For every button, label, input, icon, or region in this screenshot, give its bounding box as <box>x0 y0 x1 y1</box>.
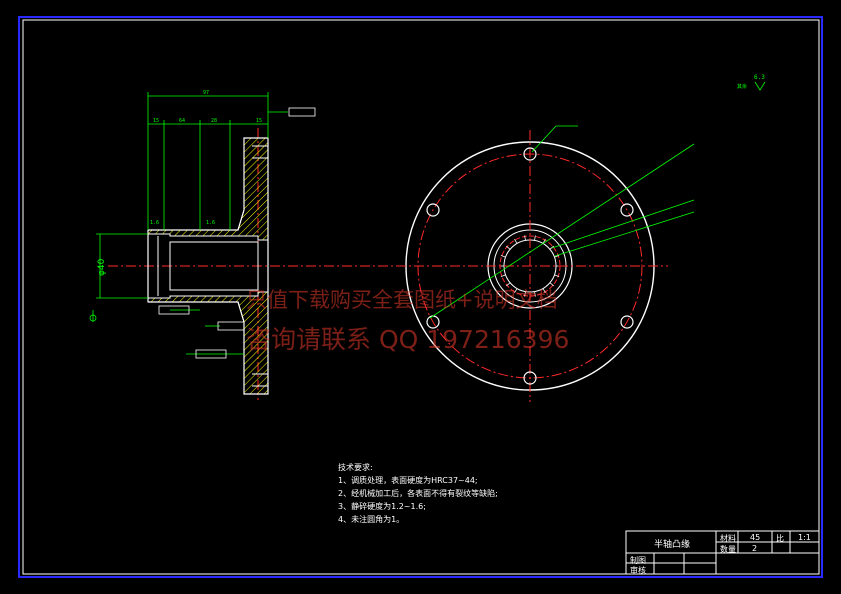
roughness-1: 1.6 <box>150 220 159 226</box>
drawn-label: 制图 <box>630 556 646 565</box>
front-view: 6.3 其余 <box>396 74 766 402</box>
bolt-hole <box>620 203 634 217</box>
spline-tooth <box>505 245 511 250</box>
front-leaders <box>429 125 695 319</box>
dim-flange-thickness: 15 <box>256 118 262 124</box>
dim-seg2: 64 <box>179 118 185 124</box>
technical-requirements: 技术要求: 1、调质处理，表面硬度为HRC37~44; 2、经机械加工后，各表面… <box>338 461 498 526</box>
spline-tooth <box>542 288 546 294</box>
scale-label: 比 <box>776 534 784 543</box>
outer-border <box>18 16 823 578</box>
dim-seg1: 15 <box>153 118 159 124</box>
tolerance-frame-2 <box>158 305 190 315</box>
tech-req-item: 4、未注圆角为1。 <box>338 515 405 524</box>
spline-tooth <box>500 255 506 258</box>
material-label: 材料 <box>720 534 736 543</box>
lower-section-hatch <box>147 291 269 395</box>
spline-tooth <box>514 288 518 294</box>
bolt-hole <box>523 147 537 161</box>
quantity-label: 数量 <box>720 545 736 554</box>
spline-tooth <box>524 291 526 297</box>
bolt-hole <box>620 315 634 329</box>
bolt-holes <box>426 147 634 385</box>
tech-req-heading: 技术要求: <box>338 463 373 472</box>
checked-label: 审核 <box>630 566 646 575</box>
quantity-value: 2 <box>752 544 758 553</box>
spline-tooth <box>500 274 506 277</box>
material-value: 45 <box>750 533 761 542</box>
spline-tooth <box>534 235 536 241</box>
spline-tooth <box>549 245 555 250</box>
inner-border <box>22 19 820 575</box>
part-name: 半轴凸缘 <box>654 540 691 550</box>
section-view: 97 15 64 28 15 1.6 1.6 φ40 <box>89 90 396 400</box>
dim-seg3: 28 <box>211 118 217 124</box>
roughness-other-label: 其余 <box>737 83 747 90</box>
bolt-hole <box>426 203 440 217</box>
spline-tooth <box>514 238 518 244</box>
tech-req-item: 3、静碎硬度为1.2~1.6; <box>338 502 426 511</box>
roughness-2: 1.6 <box>206 220 215 226</box>
spline-tooth <box>534 291 536 297</box>
roughness-symbol <box>754 81 766 91</box>
section-dimensions <box>92 92 288 355</box>
bore-outline <box>169 241 259 291</box>
tech-req-item: 2、经机械加工后，各表面不得有裂纹等缺陷; <box>338 489 498 498</box>
roughness-general: 6.3 <box>754 74 765 81</box>
spline-tooth <box>505 282 511 287</box>
spline-teeth <box>499 235 561 297</box>
dim-bore-diameter: φ40 <box>97 258 107 276</box>
spline-tooth <box>554 255 560 258</box>
part-outline <box>147 137 269 395</box>
datum-symbol <box>89 314 97 322</box>
tolerance-frame-3 <box>217 321 245 331</box>
tech-req-item: 1、调质处理，表面硬度为HRC37~44; <box>338 476 478 485</box>
title-block-grid <box>625 530 820 575</box>
spline-tooth <box>549 282 555 287</box>
bolt-hole <box>523 371 537 385</box>
spline-tooth <box>554 274 560 277</box>
tolerance-frame-4 <box>195 349 227 359</box>
dim-overall-length: 97 <box>203 90 209 96</box>
tolerance-frame-1 <box>288 107 316 117</box>
spline-tooth <box>542 238 546 244</box>
spline-tooth <box>524 235 526 241</box>
scale-value: 1:1 <box>798 533 811 542</box>
